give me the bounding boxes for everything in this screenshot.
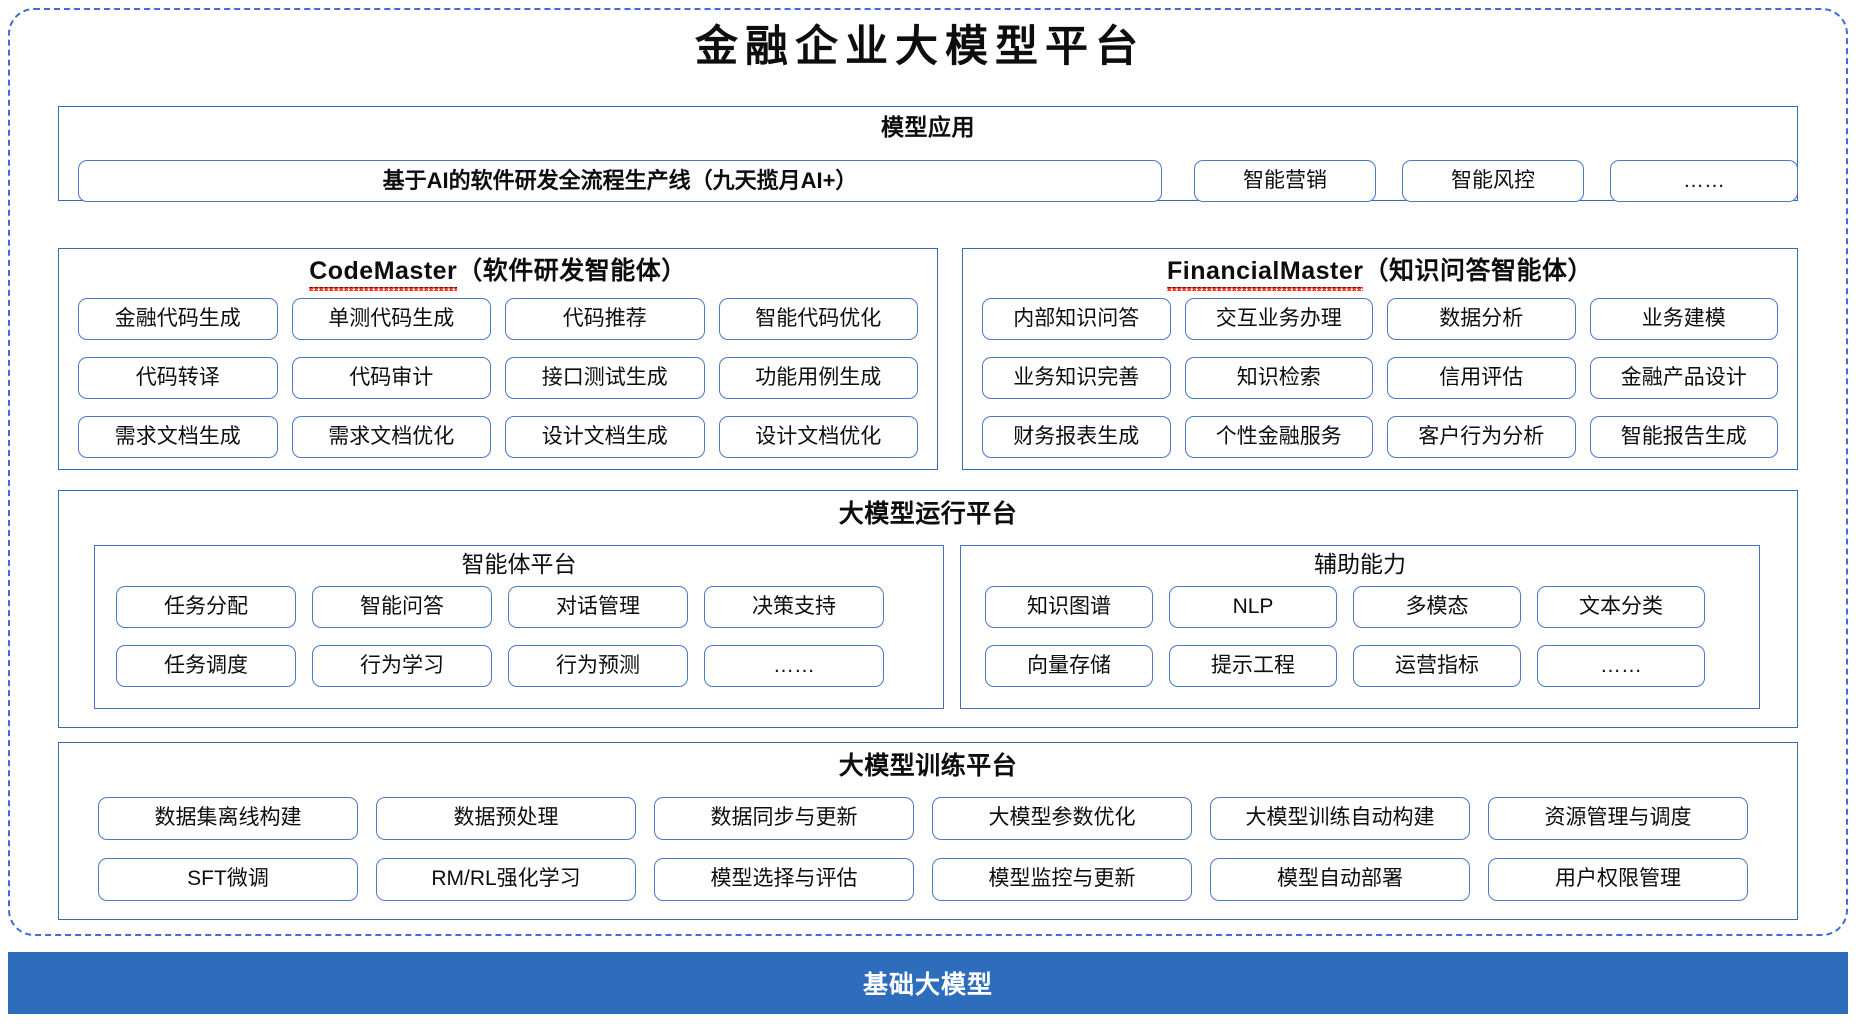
pill-tp-5[interactable]: 资源管理与调度 <box>1488 797 1748 840</box>
panel-financial-master-heading: FinancialMaster（知识问答智能体） <box>962 256 1798 292</box>
pill-cm-11[interactable]: 设计文档优化 <box>718 416 918 458</box>
training-platform-row-1: 数据集离线构建 数据预处理 数据同步与更新 大模型参数优化 大模型训练自动构建 … <box>98 797 1758 840</box>
panel-training-platform-heading: 大模型训练平台 <box>838 752 1018 780</box>
pill-tp-6[interactable]: SFT微调 <box>98 858 358 901</box>
code-master-name-spellchecked: CodeMaster <box>309 256 458 292</box>
pill-cm-4[interactable]: 代码转译 <box>78 357 278 399</box>
pill-fm-2[interactable]: 数据分析 <box>1387 298 1576 340</box>
pill-aux-2[interactable]: 多模态 <box>1353 586 1521 628</box>
financial-master-row-3: 财务报表生成 个性金融服务 客户行为分析 智能报告生成 <box>982 416 1778 458</box>
pill-fm-0[interactable]: 内部知识问答 <box>982 298 1171 340</box>
pill-fm-1[interactable]: 交互业务办理 <box>1184 298 1373 340</box>
pill-aux-4[interactable]: 向量存储 <box>985 645 1153 687</box>
pill-cm-3[interactable]: 智能代码优化 <box>718 298 918 340</box>
pill-aux-1[interactable]: NLP <box>1169 586 1337 628</box>
pill-tp-2[interactable]: 数据同步与更新 <box>654 797 914 840</box>
pill-cm-8[interactable]: 需求文档生成 <box>78 416 278 458</box>
code-master-suffix: （软件研发智能体） <box>457 257 687 285</box>
pill-fm-5[interactable]: 知识检索 <box>1184 357 1373 399</box>
subpanel-agent-platform-heading: 智能体平台 <box>461 551 577 577</box>
agent-platform-row-1: 任务分配 智能问答 对话管理 决策支持 <box>116 586 924 628</box>
pill-tp-7[interactable]: RM/RL强化学习 <box>376 858 636 901</box>
pill-fm-6[interactable]: 信用评估 <box>1387 357 1576 399</box>
financial-master-row-2: 业务知识完善 知识检索 信用评估 金融产品设计 <box>982 357 1778 399</box>
pill-cm-6[interactable]: 接口测试生成 <box>505 357 705 399</box>
pill-fm-9[interactable]: 个性金融服务 <box>1184 416 1373 458</box>
pill-aux-7[interactable]: …… <box>1537 645 1705 687</box>
pill-tp-0[interactable]: 数据集离线构建 <box>98 797 358 840</box>
pill-tp-4[interactable]: 大模型训练自动构建 <box>1210 797 1470 840</box>
pill-ap-2[interactable]: 对话管理 <box>508 586 688 628</box>
code-master-row-2: 代码转译 代码审计 接口测试生成 功能用例生成 <box>78 357 918 399</box>
pill-intelligent-marketing[interactable]: 智能营销 <box>1194 160 1376 202</box>
training-platform-row-2: SFT微调 RM/RL强化学习 模型选择与评估 模型监控与更新 模型自动部署 用… <box>98 858 1758 901</box>
pill-tp-11[interactable]: 用户权限管理 <box>1488 858 1748 901</box>
pill-cm-7[interactable]: 功能用例生成 <box>718 357 918 399</box>
code-master-row-1: 金融代码生成 单测代码生成 代码推荐 智能代码优化 <box>78 298 918 340</box>
panel-code-master-heading: CodeMaster（软件研发智能体） <box>58 256 938 292</box>
pill-cm-0[interactable]: 金融代码生成 <box>78 298 278 340</box>
financial-master-row-1: 内部知识问答 交互业务办理 数据分析 业务建模 <box>982 298 1778 340</box>
pill-tp-3[interactable]: 大模型参数优化 <box>932 797 1192 840</box>
page-title: 金融企业大模型平台 <box>695 22 1145 72</box>
pill-fm-10[interactable]: 客户行为分析 <box>1387 416 1576 458</box>
panel-runtime-platform-heading: 大模型运行平台 <box>838 500 1018 528</box>
pill-fm-3[interactable]: 业务建模 <box>1589 298 1778 340</box>
pill-aux-6[interactable]: 运营指标 <box>1353 645 1521 687</box>
pill-ap-3[interactable]: 决策支持 <box>704 586 884 628</box>
pill-fm-11[interactable]: 智能报告生成 <box>1589 416 1778 458</box>
agent-platform-row-2: 任务调度 行为学习 行为预测 …… <box>116 645 924 687</box>
pill-cm-1[interactable]: 单测代码生成 <box>291 298 491 340</box>
pill-fm-4[interactable]: 业务知识完善 <box>982 357 1171 399</box>
panel-model-application-heading: 模型应用 <box>881 114 975 140</box>
pill-ap-6[interactable]: 行为预测 <box>508 645 688 687</box>
base-model-bar: 基础大模型 <box>8 952 1848 1014</box>
financial-master-suffix: （知识问答智能体） <box>1363 257 1593 285</box>
pill-tp-1[interactable]: 数据预处理 <box>376 797 636 840</box>
pill-cm-10[interactable]: 设计文档生成 <box>505 416 705 458</box>
pill-aux-5[interactable]: 提示工程 <box>1169 645 1337 687</box>
pill-ap-7[interactable]: …… <box>704 645 884 687</box>
pill-ai-sdlc-pipeline[interactable]: 基于AI的软件研发全流程生产线（九天揽月AI+） <box>78 160 1162 202</box>
pill-model-application-more[interactable]: …… <box>1610 160 1798 202</box>
pill-aux-0[interactable]: 知识图谱 <box>985 586 1153 628</box>
pill-ap-0[interactable]: 任务分配 <box>116 586 296 628</box>
pill-cm-9[interactable]: 需求文档优化 <box>291 416 491 458</box>
pill-intelligent-risk-control[interactable]: 智能风控 <box>1402 160 1584 202</box>
code-master-row-3: 需求文档生成 需求文档优化 设计文档生成 设计文档优化 <box>78 416 918 458</box>
pill-tp-8[interactable]: 模型选择与评估 <box>654 858 914 901</box>
pill-cm-5[interactable]: 代码审计 <box>291 357 491 399</box>
pill-fm-7[interactable]: 金融产品设计 <box>1589 357 1778 399</box>
pill-ap-1[interactable]: 智能问答 <box>312 586 492 628</box>
base-model-label: 基础大模型 <box>862 971 993 999</box>
pill-fm-8[interactable]: 财务报表生成 <box>982 416 1171 458</box>
pill-cm-2[interactable]: 代码推荐 <box>505 298 705 340</box>
subpanel-auxiliary-capability-heading: 辅助能力 <box>1314 551 1406 577</box>
auxiliary-capability-row-2: 向量存储 提示工程 运营指标 …… <box>985 645 1741 687</box>
pill-tp-9[interactable]: 模型监控与更新 <box>932 858 1192 901</box>
pill-ap-4[interactable]: 任务调度 <box>116 645 296 687</box>
pill-tp-10[interactable]: 模型自动部署 <box>1210 858 1470 901</box>
pill-aux-3[interactable]: 文本分类 <box>1537 586 1705 628</box>
auxiliary-capability-row-1: 知识图谱 NLP 多模态 文本分类 <box>985 586 1741 628</box>
pill-ap-5[interactable]: 行为学习 <box>312 645 492 687</box>
financial-master-name-spellchecked: FinancialMaster <box>1167 256 1364 292</box>
